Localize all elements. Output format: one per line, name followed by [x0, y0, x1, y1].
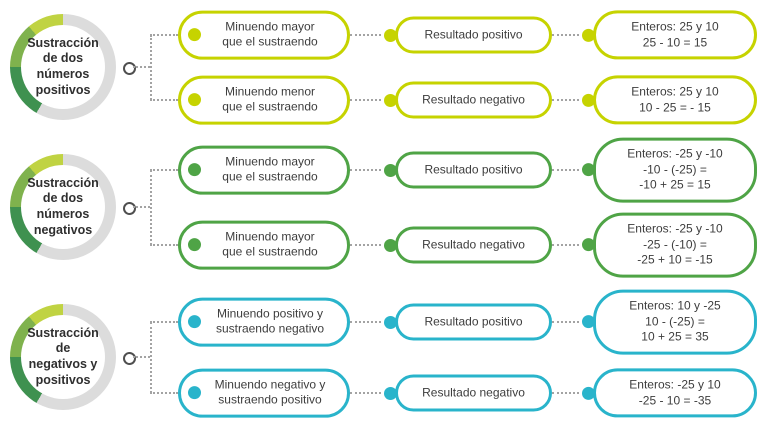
result-text: Resultado positivo	[424, 162, 523, 177]
connector-line	[150, 170, 152, 245]
example-text: Enteros: -25 y -10 -10 - (-25) = -10 + 2…	[627, 146, 723, 192]
condition-pill: Minuendo mayor que el sustraendo	[178, 220, 350, 270]
result-text: Resultado negativo	[422, 237, 525, 252]
result-text: Resultado positivo	[424, 314, 523, 329]
connector-line	[150, 244, 178, 246]
condition-text: Minuendo negativo y sustraendo positivo	[214, 377, 326, 407]
result-pill: Resultado positivo	[384, 303, 552, 341]
node-dot-icon	[582, 93, 595, 107]
condition-pill: Minuendo menor que el sustraendo	[178, 75, 350, 125]
node-dot-icon	[582, 163, 595, 177]
connector-line	[350, 244, 381, 246]
node-dot-icon	[582, 28, 595, 42]
condition-pill: Minuendo mayor que el sustraendo	[178, 145, 350, 195]
condition-text: Minuendo mayor que el sustraendo	[222, 229, 318, 259]
result-pill: Resultado positivo	[384, 16, 552, 54]
connector-line	[350, 99, 381, 101]
connector-line	[552, 321, 579, 323]
topic-circle: Sustracción de negativos y positivos	[21, 315, 105, 399]
connector-line	[552, 99, 579, 101]
junction-circle	[123, 62, 136, 75]
node-dot-icon	[384, 163, 397, 177]
topic-title: Sustracción de dos números positivos	[27, 35, 99, 97]
example-pill: Enteros: 10 y -25 10 - (-25) = 10 + 25 =…	[582, 289, 757, 355]
example-text: Enteros: 25 y 10 25 - 10 = 15	[631, 19, 719, 49]
result-pill: Resultado negativo	[384, 81, 552, 119]
connector-line	[150, 321, 178, 323]
node-dot-icon	[188, 238, 201, 252]
topic-title: Sustracción de dos números negativos	[27, 175, 99, 237]
example-pill: Enteros: -25 y 10 -25 - 10 = -35	[582, 368, 757, 418]
result-pill: Resultado negativo	[384, 226, 552, 264]
condition-text: Minuendo mayor que el sustraendo	[222, 154, 318, 184]
topic-title: Sustracción de negativos y positivos	[27, 325, 99, 387]
node-dot-icon	[384, 386, 397, 400]
topic-circle: Sustracción de dos números negativos	[21, 165, 105, 249]
connector-line	[350, 392, 381, 394]
node-dot-icon	[188, 386, 201, 400]
result-pill: Resultado negativo	[384, 374, 552, 412]
connector-line	[150, 99, 178, 101]
connector-line	[552, 392, 579, 394]
condition-pill: Minuendo mayor que el sustraendo	[178, 10, 350, 60]
connector-line	[552, 244, 579, 246]
node-dot-icon	[188, 315, 201, 329]
junction-circle	[123, 202, 136, 215]
example-pill: Enteros: -25 y -10 -25 - (-10) = -25 + 1…	[582, 212, 757, 278]
connector-line	[350, 34, 381, 36]
connector-line	[150, 35, 152, 100]
connector-line	[150, 34, 178, 36]
result-text: Resultado positivo	[424, 27, 523, 42]
connector-line	[350, 169, 381, 171]
example-text: Enteros: -25 y 10 -25 - 10 = -35	[629, 377, 721, 407]
connector-line	[133, 66, 150, 68]
condition-pill: Minuendo positivo y sustraendo negativo	[178, 297, 350, 347]
node-dot-icon	[582, 386, 595, 400]
topic-ring: Sustracción de dos números positivos	[10, 14, 116, 120]
node-dot-icon	[384, 28, 397, 42]
connector-line	[150, 169, 178, 171]
node-dot-icon	[384, 238, 397, 252]
connector-line	[150, 392, 178, 394]
topic-ring: Sustracción de dos números negativos	[10, 154, 116, 260]
connector-line	[350, 321, 381, 323]
connector-line	[552, 169, 579, 171]
topic-ring: Sustracción de negativos y positivos	[10, 304, 116, 410]
node-dot-icon	[582, 238, 595, 252]
node-dot-icon	[384, 93, 397, 107]
topic-circle: Sustracción de dos números positivos	[21, 25, 105, 109]
connector-line	[133, 356, 150, 358]
connector-line	[552, 34, 579, 36]
result-text: Resultado negativo	[422, 385, 525, 400]
condition-text: Minuendo mayor que el sustraendo	[222, 19, 318, 49]
connector-line	[150, 322, 152, 393]
node-dot-icon	[188, 163, 201, 177]
example-pill: Enteros: -25 y -10 -10 - (-25) = -10 + 2…	[582, 137, 757, 203]
connector-line	[133, 206, 150, 208]
example-pill: Enteros: 25 y 10 10 - 25 = - 15	[582, 75, 757, 125]
node-dot-icon	[188, 28, 201, 42]
example-text: Enteros: 25 y 10 10 - 25 = - 15	[631, 84, 719, 114]
node-dot-icon	[188, 93, 201, 107]
node-dot-icon	[582, 315, 595, 329]
condition-pill: Minuendo negativo y sustraendo positivo	[178, 368, 350, 418]
junction-circle	[123, 352, 136, 365]
result-text: Resultado negativo	[422, 92, 525, 107]
condition-text: Minuendo menor que el sustraendo	[222, 84, 318, 114]
example-pill: Enteros: 25 y 10 25 - 10 = 15	[582, 10, 757, 60]
node-dot-icon	[384, 315, 397, 329]
example-text: Enteros: -25 y -10 -25 - (-10) = -25 + 1…	[627, 221, 723, 267]
condition-text: Minuendo positivo y sustraendo negativo	[215, 306, 325, 336]
result-pill: Resultado positivo	[384, 151, 552, 189]
example-text: Enteros: 10 y -25 10 - (-25) = 10 + 25 =…	[629, 298, 721, 344]
